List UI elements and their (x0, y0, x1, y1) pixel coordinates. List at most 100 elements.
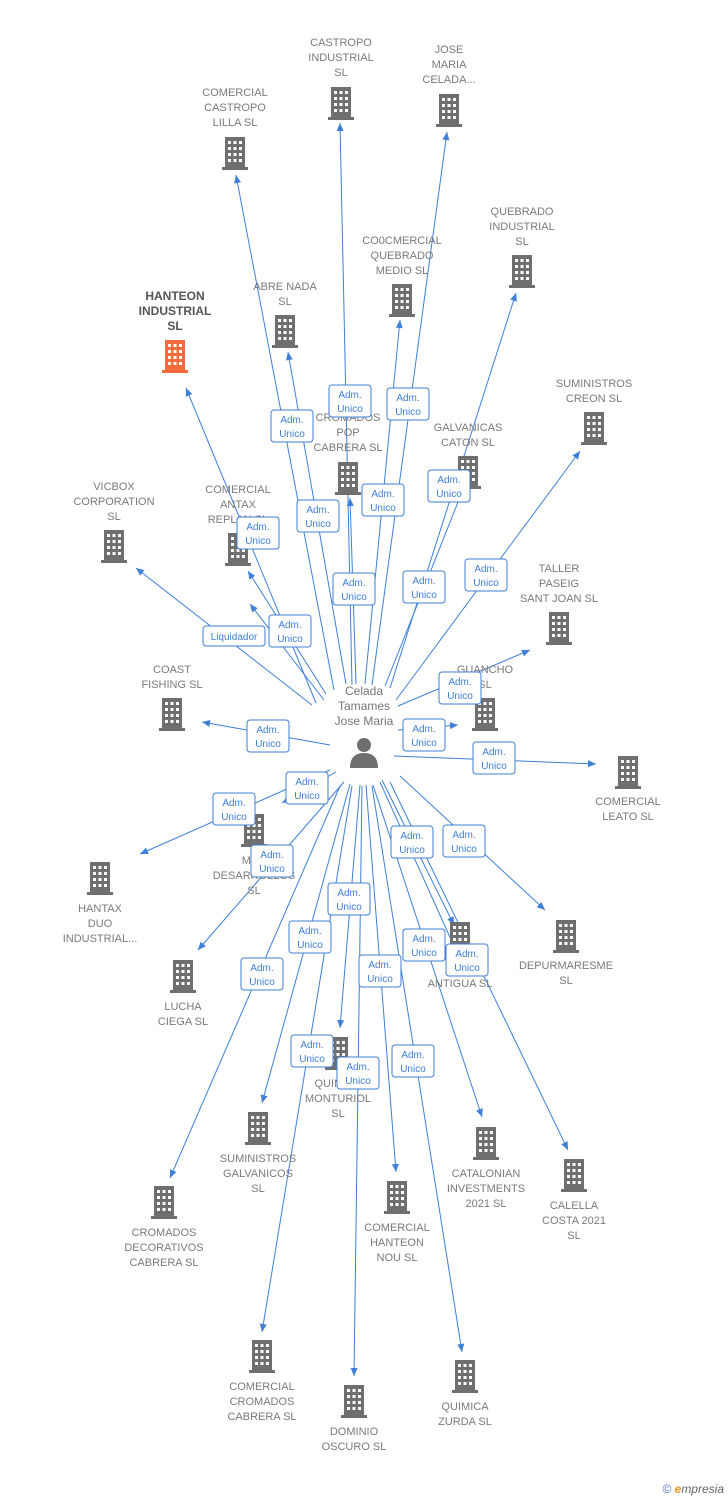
edge-label-text: Unico (395, 407, 421, 418)
edge-label-text: Liquidador (211, 632, 258, 643)
edge-label[interactable]: Adm.Unico (402, 570, 446, 604)
edge-label[interactable]: Adm.Unico (296, 499, 340, 533)
company-name-line: LEATO SL (602, 811, 654, 823)
edge-label-box (328, 384, 372, 418)
company-name-line: GALVANICAS (434, 422, 503, 434)
edge-label-box (236, 516, 280, 550)
edge-label[interactable]: Adm.Unico (464, 558, 508, 592)
edge-label[interactable]: Adm.Unico (332, 572, 376, 606)
edge-label-box (270, 409, 314, 443)
edge-label-text: Unico (245, 536, 271, 547)
edge-label[interactable]: Adm.Unico (427, 469, 471, 503)
arrowhead-icon (442, 132, 450, 141)
edge-label-box (472, 741, 516, 775)
arrowhead-icon (350, 1367, 358, 1376)
company-node-jose-maria-celada[interactable]: JOSEMARIACELADA... (422, 44, 476, 127)
edge-label[interactable]: Adm.Unico (402, 718, 446, 752)
building-icon (151, 1186, 177, 1219)
edge-label[interactable]: Adm.Unico (472, 741, 516, 775)
edge-label[interactable]: Adm.Unico (402, 928, 446, 962)
edge-label-text: Adm. (412, 934, 435, 945)
copyright-icon: © (662, 1482, 672, 1496)
edge-label-text: Unico (279, 429, 305, 440)
company-name-line: SL (247, 885, 260, 897)
edge-label[interactable]: Adm.Unico (336, 1056, 380, 1090)
company-name-line: PASEIG (539, 578, 579, 590)
edge-label-box (327, 882, 371, 916)
edge-label[interactable]: Adm.Unico (236, 516, 280, 550)
arrowhead-icon (260, 1094, 268, 1103)
building-icon (222, 137, 248, 170)
edge-label-text: Unico (277, 634, 303, 645)
footer-brand[interactable]: © empresia (662, 1482, 724, 1496)
edge-label[interactable]: Adm.Unico (386, 387, 430, 421)
company-node-hantax-duo-industrial[interactable]: HANTAXDUOINDUSTRIAL... (63, 862, 138, 945)
edge-label[interactable]: Adm.Unico (438, 671, 482, 705)
building-icon (170, 960, 196, 993)
edge-label[interactable]: Adm.Unico (270, 409, 314, 443)
edge-label-box (427, 469, 471, 503)
company-name-line: INDUSTRIAL (489, 221, 554, 233)
edge-label[interactable]: Adm.Unico (390, 825, 434, 859)
edge-label[interactable]: Adm.Unico (212, 792, 256, 826)
company-name-line: INDUSTRIAL (139, 304, 212, 318)
edge-label[interactable]: Adm.Unico (391, 1044, 435, 1078)
edge-label[interactable]: Adm.Unico (361, 483, 405, 517)
building-icon (546, 612, 572, 645)
company-name-line: CORPORATION (73, 496, 154, 508)
company-name-line: CREON SL (566, 393, 622, 405)
edge-label[interactable]: Adm.Unico (246, 719, 290, 753)
edge-label[interactable]: Liquidador (202, 625, 266, 647)
edge-label[interactable]: Adm.Unico (445, 943, 489, 977)
edge-label[interactable]: Adm.Unico (268, 614, 312, 648)
arrowhead-icon (536, 901, 545, 910)
company-name-line: ZURDA SL (438, 1416, 492, 1428)
edge-label-box (361, 483, 405, 517)
edge-label[interactable]: Adm.Unico (290, 1034, 334, 1068)
edge-label[interactable]: Adm.Unico (285, 771, 329, 805)
edge-label[interactable]: Adm.Unico (358, 954, 402, 988)
edge-label-text: Adm. (482, 747, 505, 758)
edge-label[interactable]: Adm.Unico (250, 844, 294, 878)
company-name-line: CIEGA SL (158, 1016, 208, 1028)
edge-label-box (391, 1044, 435, 1078)
edge-label[interactable]: Adm.Unico (327, 882, 371, 916)
edge-label[interactable]: Adm.Unico (442, 824, 486, 858)
edge-label[interactable]: Adm.Unico (328, 384, 372, 418)
building-icon (509, 255, 535, 288)
building-icon (328, 87, 354, 120)
company-name-line: MARIA (432, 59, 468, 71)
building-icon (436, 94, 462, 127)
edge-label-box (250, 844, 294, 878)
building-icon (335, 462, 361, 495)
person-icon (350, 738, 378, 768)
edge-label-box (386, 387, 430, 421)
edge-label[interactable]: Adm.Unico (240, 957, 284, 991)
company-name-line: COMERCIAL (205, 484, 270, 496)
edge-label[interactable]: Adm.Unico (288, 920, 332, 954)
